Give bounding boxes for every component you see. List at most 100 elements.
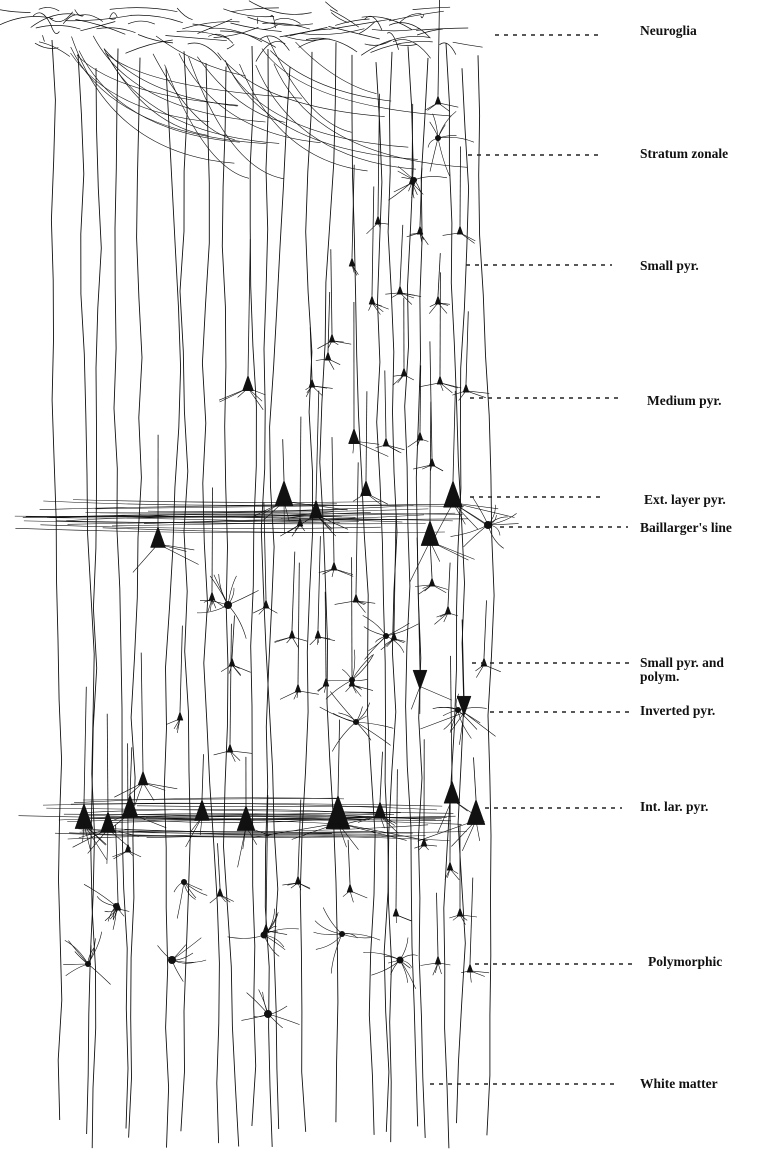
glia-fiber — [248, 17, 313, 25]
cell-process — [363, 952, 400, 960]
apical-dendrite — [437, 893, 439, 956]
fiber-6 — [180, 51, 190, 1131]
basal-dendrite — [353, 493, 366, 501]
apical-dendrite — [372, 187, 374, 296]
apical-dendrite — [264, 503, 266, 600]
basal-dendrite — [438, 303, 447, 314]
basal-dendrite — [112, 851, 128, 857]
cell-process — [323, 908, 342, 935]
basal-dendrite — [186, 817, 202, 847]
zonale-fiber — [218, 53, 385, 117]
apical-dendrite — [460, 147, 461, 226]
cell-process — [327, 680, 352, 681]
basal-dendrite — [143, 783, 177, 789]
cell-process — [352, 650, 355, 680]
glia-fiber — [80, 22, 115, 31]
apical-dendrite — [283, 439, 284, 480]
cell-process — [433, 707, 458, 710]
glia-fiber — [372, 29, 420, 31]
glia-fiber — [128, 21, 155, 24]
apical-dendrite — [348, 840, 350, 884]
basal-dendrite — [475, 665, 484, 671]
glia-fiber — [389, 11, 444, 21]
cell-process — [228, 590, 259, 605]
basal-dendrite — [253, 823, 338, 837]
label-ext-layer-pyr: Ext. layer pyr. — [644, 493, 726, 507]
fiber-5 — [164, 68, 180, 1148]
cell-process — [88, 964, 111, 985]
basal-dendrite — [130, 813, 166, 827]
basal-dendrite — [452, 799, 468, 811]
basal-dendrite — [451, 820, 476, 846]
apical-dendrite — [448, 563, 450, 606]
glia-fiber — [50, 23, 59, 33]
label-medium-pyr: Medium pyr. — [647, 394, 722, 408]
basal-dendrite — [343, 891, 350, 897]
basal-dendrite — [350, 891, 367, 898]
basal-dendrite — [432, 503, 453, 542]
basal-dendrite — [464, 713, 480, 723]
basal-dendrite — [318, 637, 335, 641]
apical-dendrite — [130, 747, 132, 795]
apical-dendrite — [453, 391, 455, 481]
basal-dendrite — [419, 383, 440, 387]
cell-process — [68, 941, 88, 964]
glia-fiber — [0, 2, 31, 12]
cell-process — [320, 707, 356, 722]
apical-dendrite — [141, 653, 143, 771]
apical-dendrite — [417, 538, 420, 671]
apical-dendrite — [380, 752, 383, 802]
basal-dendrite — [346, 685, 353, 692]
fiber-21 — [478, 55, 494, 1135]
apical-dendrite — [474, 757, 477, 799]
cell-process — [400, 938, 408, 961]
basal-dendrite — [230, 751, 240, 761]
cell-process — [197, 605, 228, 613]
apical-dendrite — [385, 371, 386, 438]
cell-process — [315, 921, 342, 934]
cell-process — [438, 138, 450, 176]
cell-process — [414, 176, 447, 180]
cell-process — [386, 623, 409, 636]
neuron-drawing — [0, 0, 519, 1148]
apical-dendrite — [356, 462, 358, 593]
basal-dendrite — [386, 445, 405, 450]
apical-dendrite — [230, 624, 231, 744]
cell-process — [451, 525, 489, 537]
basal-dendrite — [143, 783, 154, 801]
basal-dendrite — [128, 851, 141, 857]
fiber-12 — [300, 52, 312, 1132]
apical-dendrite — [394, 516, 396, 632]
apical-dendrite — [430, 402, 431, 521]
cell-process — [464, 525, 489, 547]
cell-process — [268, 1014, 300, 1025]
basal-dendrite — [420, 687, 452, 701]
cell-process — [66, 964, 88, 976]
basal-dendrite — [432, 465, 443, 471]
basal-dendrite — [367, 223, 379, 234]
apical-dendrite — [338, 720, 340, 796]
label-baillarger-line: Baillarger's line — [640, 521, 732, 535]
basal-dendrite — [275, 637, 293, 642]
glia-fiber — [110, 13, 118, 18]
cell-process — [177, 882, 184, 919]
apical-dendrite — [180, 626, 182, 712]
zonale-fiber — [79, 51, 240, 143]
fiber-2 — [91, 68, 102, 1148]
glia-fiber — [249, 1, 312, 15]
fiber-1 — [78, 54, 95, 1134]
leader-lines — [430, 35, 636, 1084]
label-neuroglia: Neuroglia — [640, 24, 697, 38]
fiber-11 — [265, 67, 290, 1147]
cell-process — [316, 934, 342, 949]
basal-dendrite — [476, 665, 484, 678]
glia-fiber — [223, 9, 274, 17]
apical-dendrite — [248, 239, 250, 375]
cell-process — [386, 624, 418, 636]
glia-fiber — [275, 18, 301, 23]
fiber-9 — [250, 46, 256, 1126]
basal-dendrite — [356, 601, 366, 613]
glia-fiber — [330, 10, 359, 27]
basal-dendrite — [298, 691, 319, 695]
basal-dendrite — [425, 103, 438, 110]
